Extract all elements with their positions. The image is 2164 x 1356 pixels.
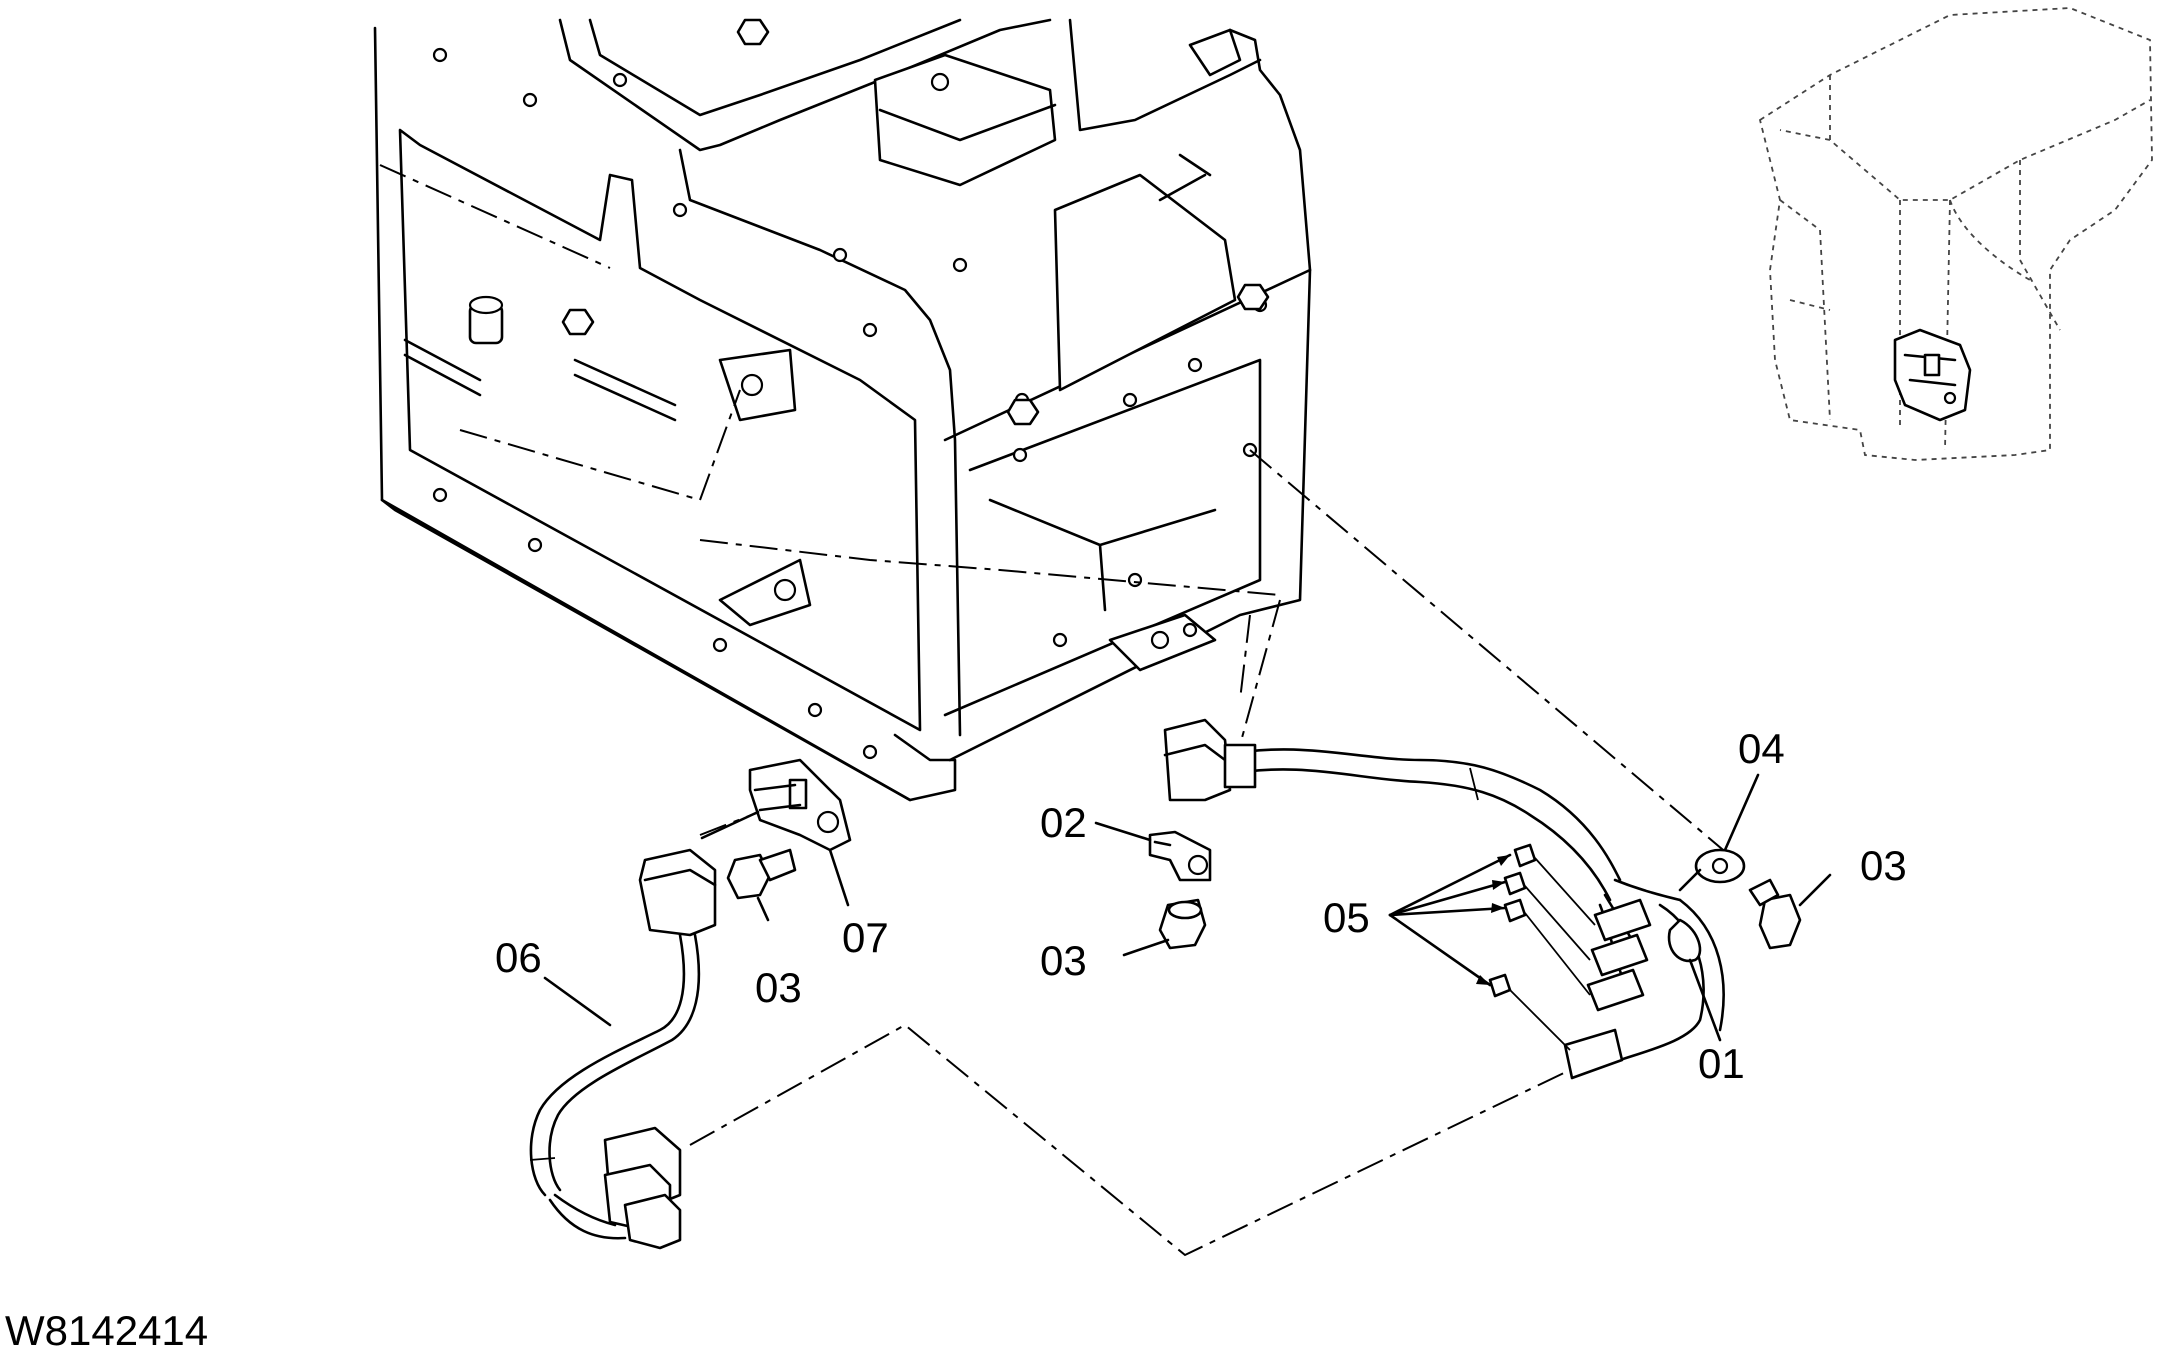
callout-labels: 01 02 03 03 03 04 05 06 07 [495,725,1907,1087]
callout-06: 06 [495,934,542,981]
callout-07: 07 [842,914,889,961]
leader-lines [543,773,1832,1042]
callout-04: 04 [1738,725,1785,772]
terminal-02 [1148,830,1212,882]
callout-03-right: 03 [1860,842,1907,889]
assembly-centerlines [379,164,1736,1257]
callout-03-center: 03 [1040,937,1087,984]
cab-frame [373,18,1312,802]
machine-location-inset [1758,7,2153,461]
callout-02: 02 [1040,799,1087,846]
callout-01: 01 [1698,1040,1745,1087]
bolt-03-center [1158,898,1207,950]
bolt-03-right [1748,878,1802,950]
frame-nuts [561,18,1270,426]
bolt-03-left [726,848,797,900]
bracket-07 [748,758,852,852]
wire-harness-06 [529,848,717,1250]
clips-05 [1488,843,1596,1051]
callout-03-left: 03 [755,964,802,1011]
wire-harness-01 [1163,718,1746,1080]
callout-05: 05 [1323,894,1370,941]
drawing-id: W8142414 [5,1307,208,1354]
